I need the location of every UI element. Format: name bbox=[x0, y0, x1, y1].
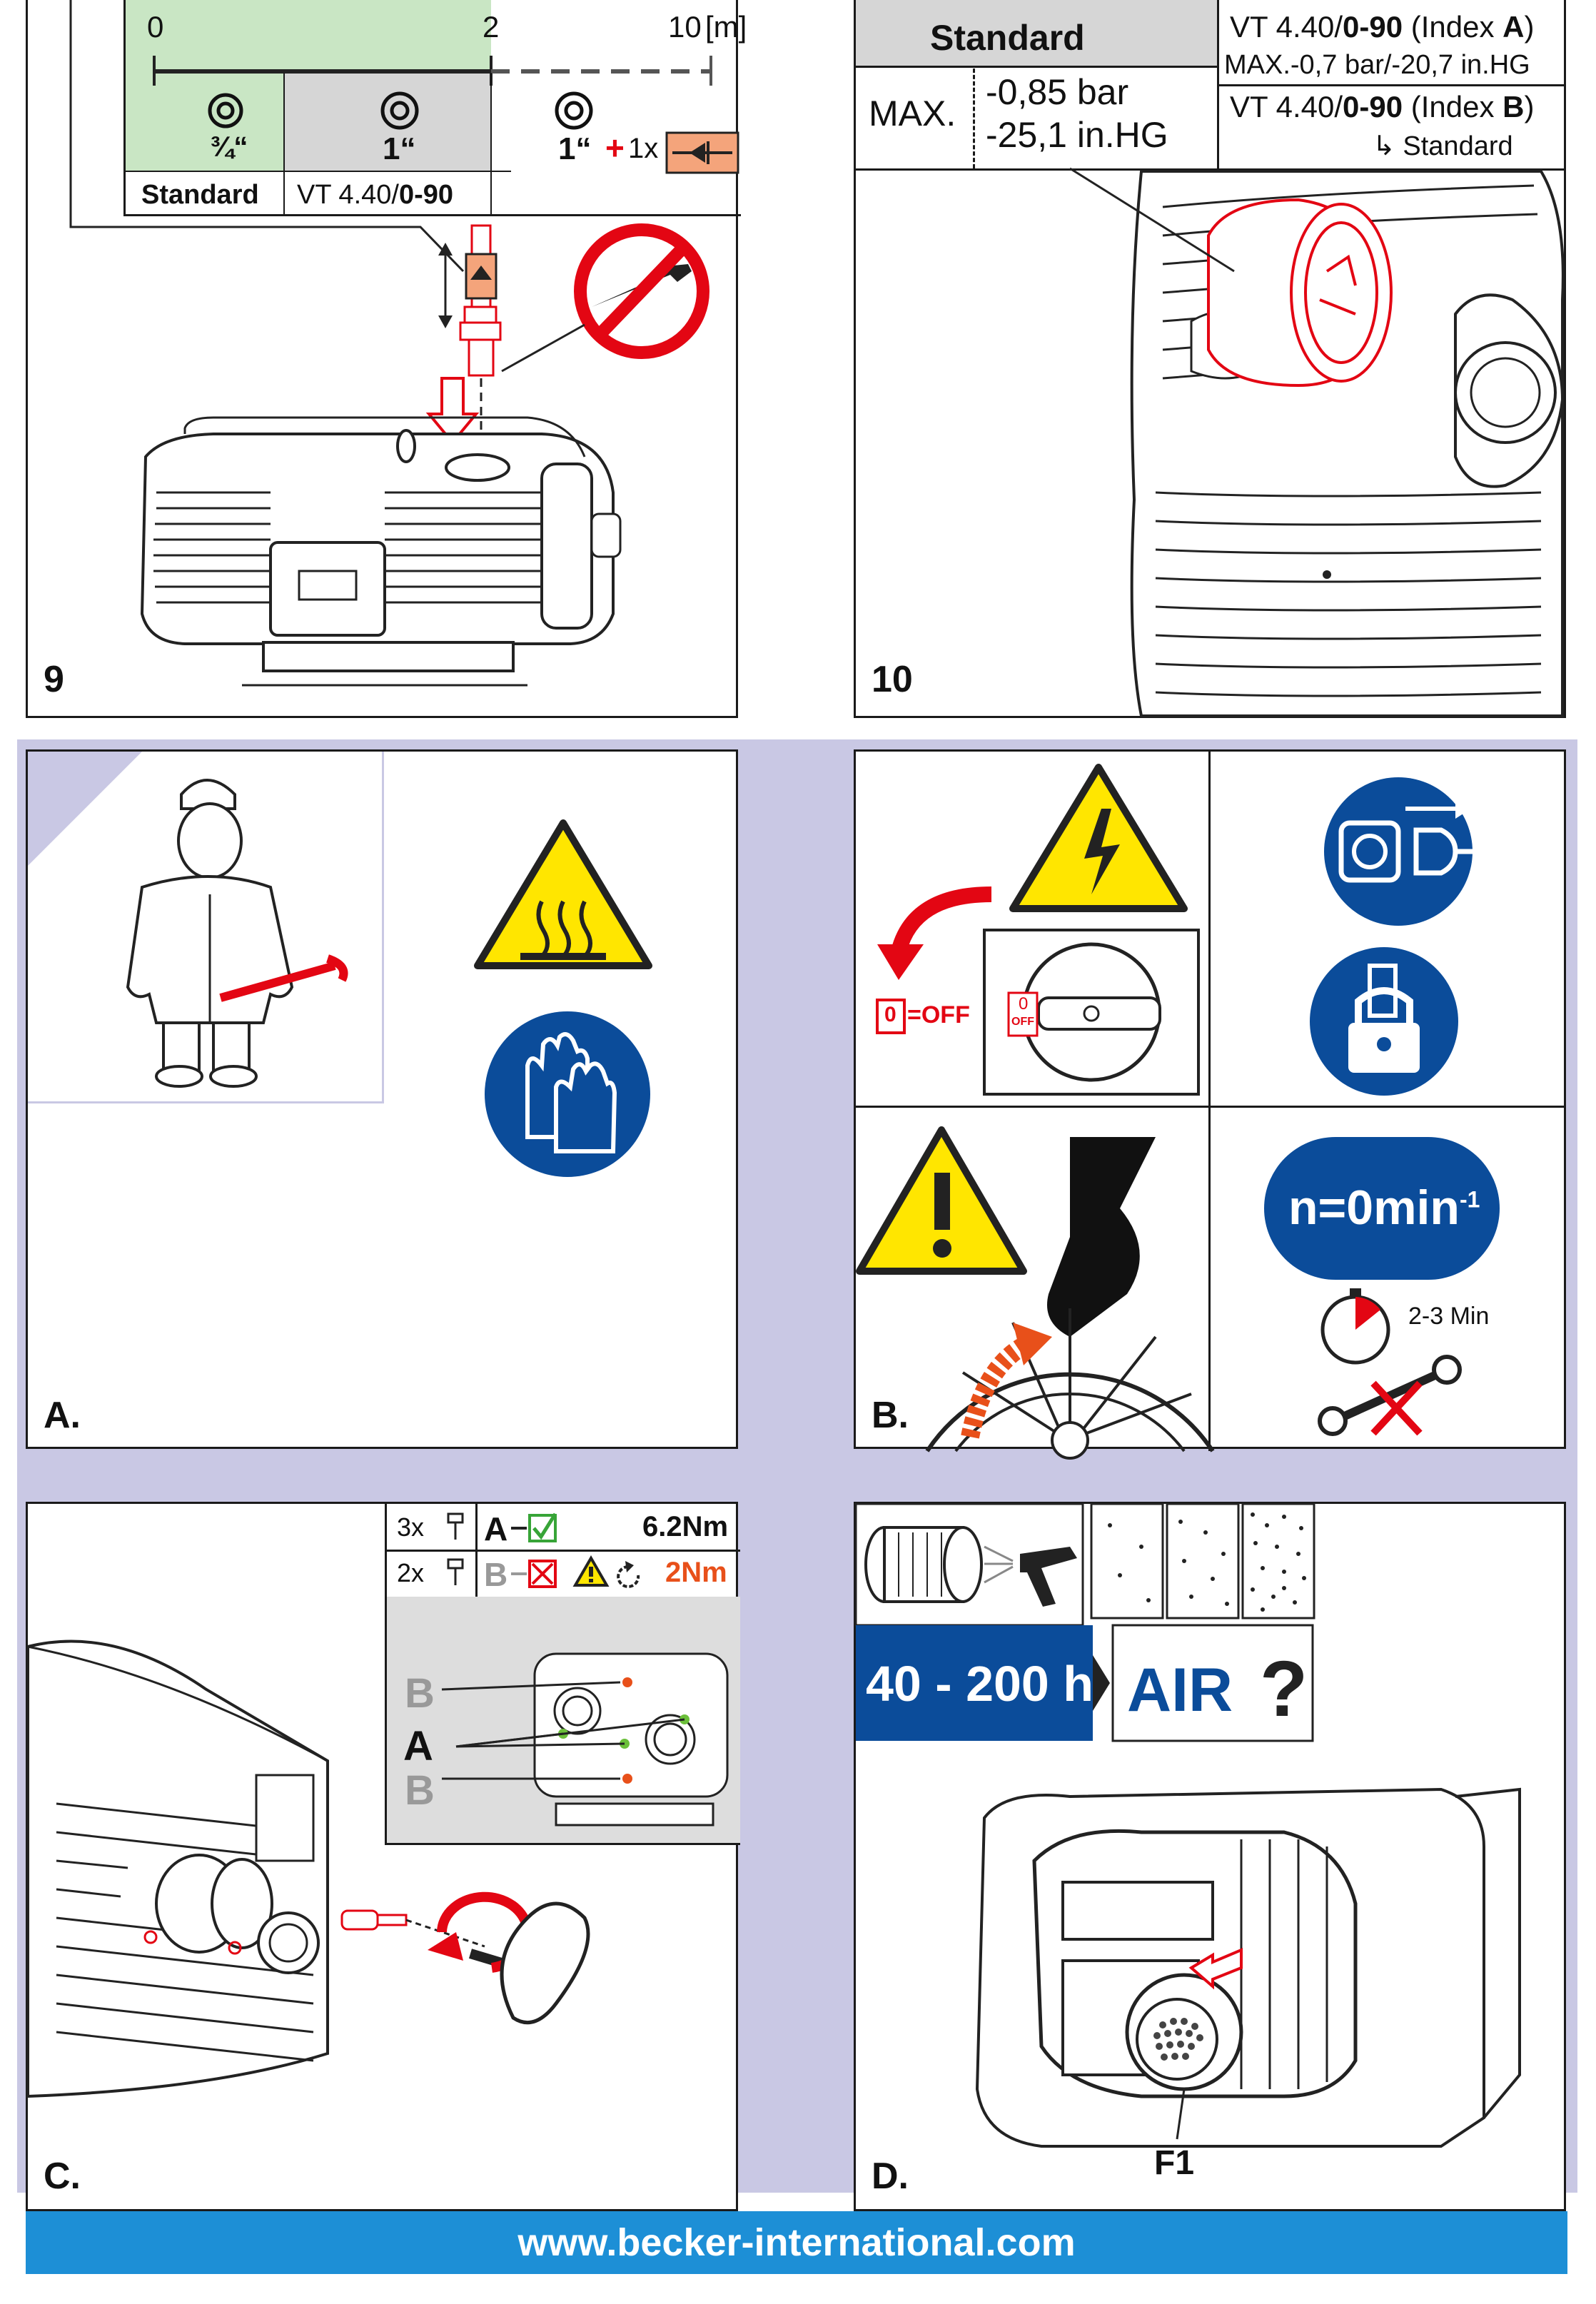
inset-label-a: A bbox=[403, 1723, 433, 1769]
index-a-label: VT 4.40/0-90 (Index A) bbox=[1230, 10, 1534, 44]
standard-heading: Standard bbox=[930, 18, 1085, 58]
model-label-prefix: VT 4.40/ bbox=[297, 180, 399, 210]
index-b-label: VT 4.40/0-90 (Index B) bbox=[1230, 90, 1534, 124]
vacuum-limits-table: Standard MAX. -0,85 bar -25,1 in.HG VT 4… bbox=[856, 0, 1566, 171]
wait-time-label: 2-3 Min bbox=[1408, 1303, 1490, 1330]
panel-letter-b: B. bbox=[872, 1395, 909, 1436]
hose-length-table: 0 2 10 [m] ¾“ 1“ 1“ + 1x Standard VT 4.4… bbox=[123, 0, 747, 216]
zero-speed-text: n=0min bbox=[1288, 1181, 1460, 1235]
panel-d-graphics bbox=[854, 1502, 1521, 2148]
size-three-quarter: ¾“ bbox=[210, 131, 248, 163]
zero-speed-exponent: -1 bbox=[1459, 1186, 1480, 1213]
row-a-count: 3x bbox=[397, 1512, 425, 1542]
panel-10: Standard MAX. -0,85 bar -25,1 in.HG VT 4… bbox=[854, 0, 1566, 718]
row-a-torque: 6.2Nm bbox=[642, 1511, 729, 1542]
switch-zero-label: 0 bbox=[1019, 994, 1029, 1014]
zero-speed-label: n=0min-1 bbox=[1288, 1180, 1480, 1236]
switch-off-label: OFF bbox=[1011, 1016, 1034, 1028]
torque-table-icons bbox=[447, 1512, 640, 1588]
filter-label: F1 bbox=[1154, 2144, 1195, 2182]
panel-9: 0 2 10 [m] ¾“ 1“ 1“ + 1x Standard VT 4.4… bbox=[26, 0, 747, 718]
valve-count: 1x bbox=[628, 133, 659, 164]
panel-a: A. bbox=[26, 749, 738, 1449]
interval-label: 40 - 200 h bbox=[866, 1656, 1094, 1712]
index-a-model: VT 4.40/ bbox=[1230, 10, 1343, 44]
hose-scale-graphic bbox=[126, 56, 739, 214]
row-b-key: B bbox=[484, 1556, 508, 1593]
max-bar-value: -0,85 bar bbox=[986, 72, 1129, 112]
website-footer: www.becker-international.com bbox=[26, 2211, 1567, 2274]
air-question-mark: ? bbox=[1260, 1645, 1308, 1733]
inset-label-b-top: B bbox=[405, 1670, 435, 1717]
off-zero-label: 0 bbox=[884, 1003, 897, 1026]
panel-a-graphics bbox=[28, 752, 652, 1177]
index-a-mid: (Index bbox=[1403, 10, 1503, 44]
max-label: MAX. bbox=[869, 94, 956, 133]
max-inhg-value: -25,1 in.HG bbox=[986, 115, 1168, 155]
model-label-bold: 0-90 bbox=[398, 180, 454, 210]
panel-letter-c: C. bbox=[44, 2156, 81, 2197]
row-b-torque: 2Nm bbox=[665, 1557, 727, 1588]
index-b-bold: 0-90 bbox=[1343, 90, 1403, 123]
index-b-letter: B bbox=[1502, 90, 1525, 123]
scale-two: 2 bbox=[483, 10, 500, 44]
off-label: =OFF bbox=[907, 1001, 970, 1029]
panel-d: 40 - 200 h AIR ? F1 D. bbox=[854, 1502, 1566, 2211]
panel-c: 3x A 6.2Nm 2x B 2Nm bbox=[26, 1502, 740, 2211]
panel-b: 0 =OFF 0 OFF n=0min-1 2-3 Min B. bbox=[854, 749, 1566, 1460]
panel-b-graphics bbox=[856, 764, 1500, 1460]
model-label: VT 4.40/0-90 bbox=[297, 180, 453, 211]
panel-letter-a: A. bbox=[44, 1395, 81, 1436]
panel-letter-d: D. bbox=[872, 2156, 909, 2197]
torque-table: 3x A 6.2Nm 2x B 2Nm bbox=[385, 1504, 740, 1599]
size-one-inch-extended: 1“ bbox=[558, 131, 592, 166]
index-b-model: VT 4.40/ bbox=[1230, 90, 1343, 123]
panel-c-graphics bbox=[26, 1639, 729, 2098]
scale-unit: [m] bbox=[705, 10, 747, 44]
panel-number-9: 9 bbox=[44, 659, 64, 700]
index-a-letter: A bbox=[1502, 10, 1525, 44]
relief-valve-illustration bbox=[1069, 167, 1565, 717]
pump-hose-illustration bbox=[69, 0, 709, 687]
scale-ten: 10 bbox=[668, 10, 702, 44]
index-a-max: MAX.-0,7 bar/-20,7 in.HG bbox=[1224, 50, 1530, 80]
index-b-mid: (Index bbox=[1403, 90, 1503, 123]
inset-label-b-bottom: B bbox=[405, 1767, 435, 1814]
plus-sign: + bbox=[605, 129, 625, 166]
scale-zero: 0 bbox=[147, 10, 164, 44]
website-link[interactable]: www.becker-international.com bbox=[517, 2221, 1076, 2264]
row-a-key: A bbox=[484, 1510, 508, 1547]
index-b-close: ) bbox=[1524, 90, 1535, 123]
size-one-inch: 1“ bbox=[383, 131, 416, 166]
index-a-bold: 0-90 bbox=[1343, 10, 1403, 44]
standard-label: Standard bbox=[141, 180, 259, 210]
maintenance-person-box bbox=[28, 752, 384, 1103]
air-label: AIR bbox=[1127, 1656, 1233, 1724]
row-b-count: 2x bbox=[397, 1558, 425, 1587]
index-a-close: ) bbox=[1524, 10, 1535, 44]
index-b-note: ↳ Standard bbox=[1373, 131, 1513, 161]
panel-number-10: 10 bbox=[872, 659, 913, 700]
